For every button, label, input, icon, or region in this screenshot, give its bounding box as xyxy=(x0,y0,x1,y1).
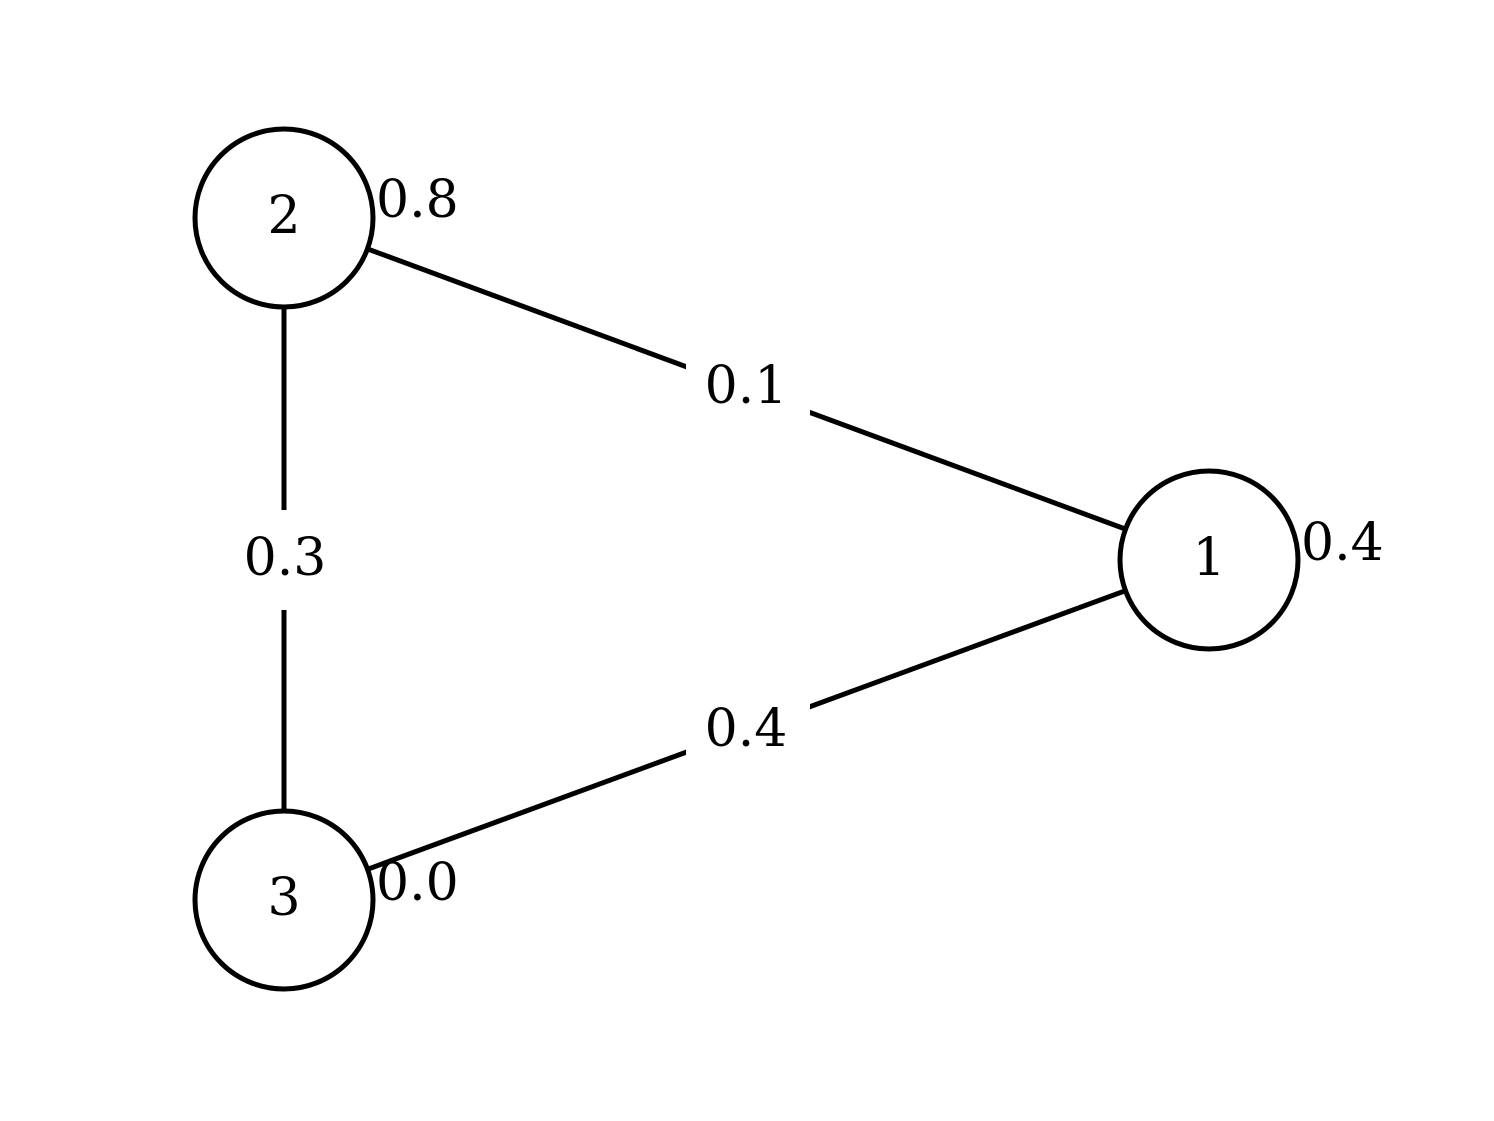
edges xyxy=(281,215,1210,903)
edge-label-2-1: 0.1 xyxy=(705,356,788,416)
edge-label-bg-2-3 xyxy=(236,510,332,610)
node-3-label: 3 xyxy=(267,868,300,928)
edge-label-bg-2-1 xyxy=(686,344,810,428)
node-1-label: 1 xyxy=(1192,528,1225,588)
node-1-weight: 0.4 xyxy=(1301,513,1384,573)
edge-label-2-3: 0.3 xyxy=(244,528,327,588)
node-3-weight: 0.0 xyxy=(376,853,459,913)
node-weights: 0.4 0.8 0.0 xyxy=(376,170,1384,913)
node-2: 2 xyxy=(192,126,376,310)
edge-label-bg-3-1 xyxy=(686,688,810,772)
edge-label-3-1: 0.4 xyxy=(705,699,788,759)
edge-labels: 0.1 0.3 0.4 xyxy=(236,344,810,772)
node-1-circle xyxy=(1117,468,1301,652)
node-2-weight: 0.8 xyxy=(376,170,459,230)
node-2-circle xyxy=(192,126,376,310)
node-3: 3 xyxy=(192,808,376,992)
node-3-circle xyxy=(192,808,376,992)
node-1: 1 xyxy=(1117,468,1301,652)
node-2-label: 2 xyxy=(267,186,300,246)
nodes: 1 2 3 xyxy=(192,126,1301,992)
